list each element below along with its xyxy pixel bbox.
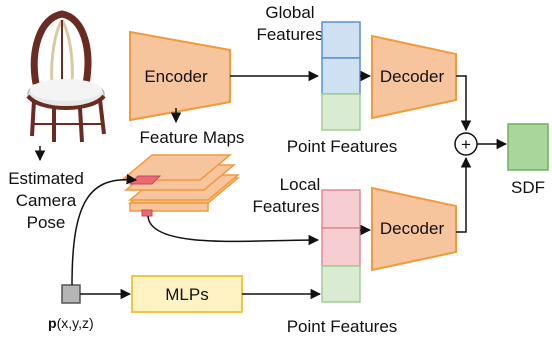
- point-feature-cell-bottom: [321, 265, 361, 303]
- decoder-bottom-to-sum-arrow: [456, 156, 472, 233]
- decoder-top-label: Decoder: [380, 67, 445, 86]
- local-feature-cell-2: [321, 227, 361, 267]
- encoder-block: [129, 30, 231, 122]
- decoder-top-to-sum-arrow: [456, 75, 472, 132]
- point-to-featuremap-arrow: [71, 173, 138, 286]
- chair-image: [26, 10, 106, 143]
- sdf-label: SDF: [511, 178, 545, 197]
- decoder-top-block: [371, 34, 457, 120]
- global-feature-cell-1: [321, 21, 361, 59]
- mlps-label: MLPs: [165, 285, 208, 304]
- local-feature-cell-1: [321, 189, 361, 229]
- sum-symbol: +: [461, 135, 471, 154]
- decoder-bottom-block: [371, 186, 457, 272]
- point-marker: [61, 284, 81, 304]
- camera-pose-label-1: Estimated: [8, 169, 84, 188]
- global-features-label-1: Global: [265, 3, 314, 22]
- point-label-bold: p: [48, 315, 57, 331]
- point-features-top-label: Point Features: [287, 137, 398, 156]
- camera-pose-label-3: Pose: [27, 213, 66, 232]
- decoder-bottom-label: Decoder: [380, 219, 445, 238]
- point-label: p(x,y,z): [48, 315, 94, 331]
- point-feature-cell-top: [321, 93, 361, 131]
- sdf-block: [507, 123, 549, 171]
- point-features-bottom-label: Point Features: [287, 317, 398, 336]
- local-features-label-2: Features: [252, 197, 319, 216]
- feature-maps-label: Feature Maps: [140, 128, 245, 147]
- mlps-block: [131, 275, 243, 313]
- global-feature-cell-2: [321, 57, 361, 95]
- global-features-label-2: Features: [256, 25, 323, 44]
- feature-map-stack: [119, 154, 241, 217]
- encoder-label: Encoder: [144, 67, 208, 86]
- camera-pose-label-2: Camera: [16, 191, 77, 210]
- featuremap-to-local-arrow: [147, 215, 320, 246]
- local-features-label-1: Local: [280, 175, 321, 194]
- point-label-coords: (x,y,z): [57, 315, 94, 331]
